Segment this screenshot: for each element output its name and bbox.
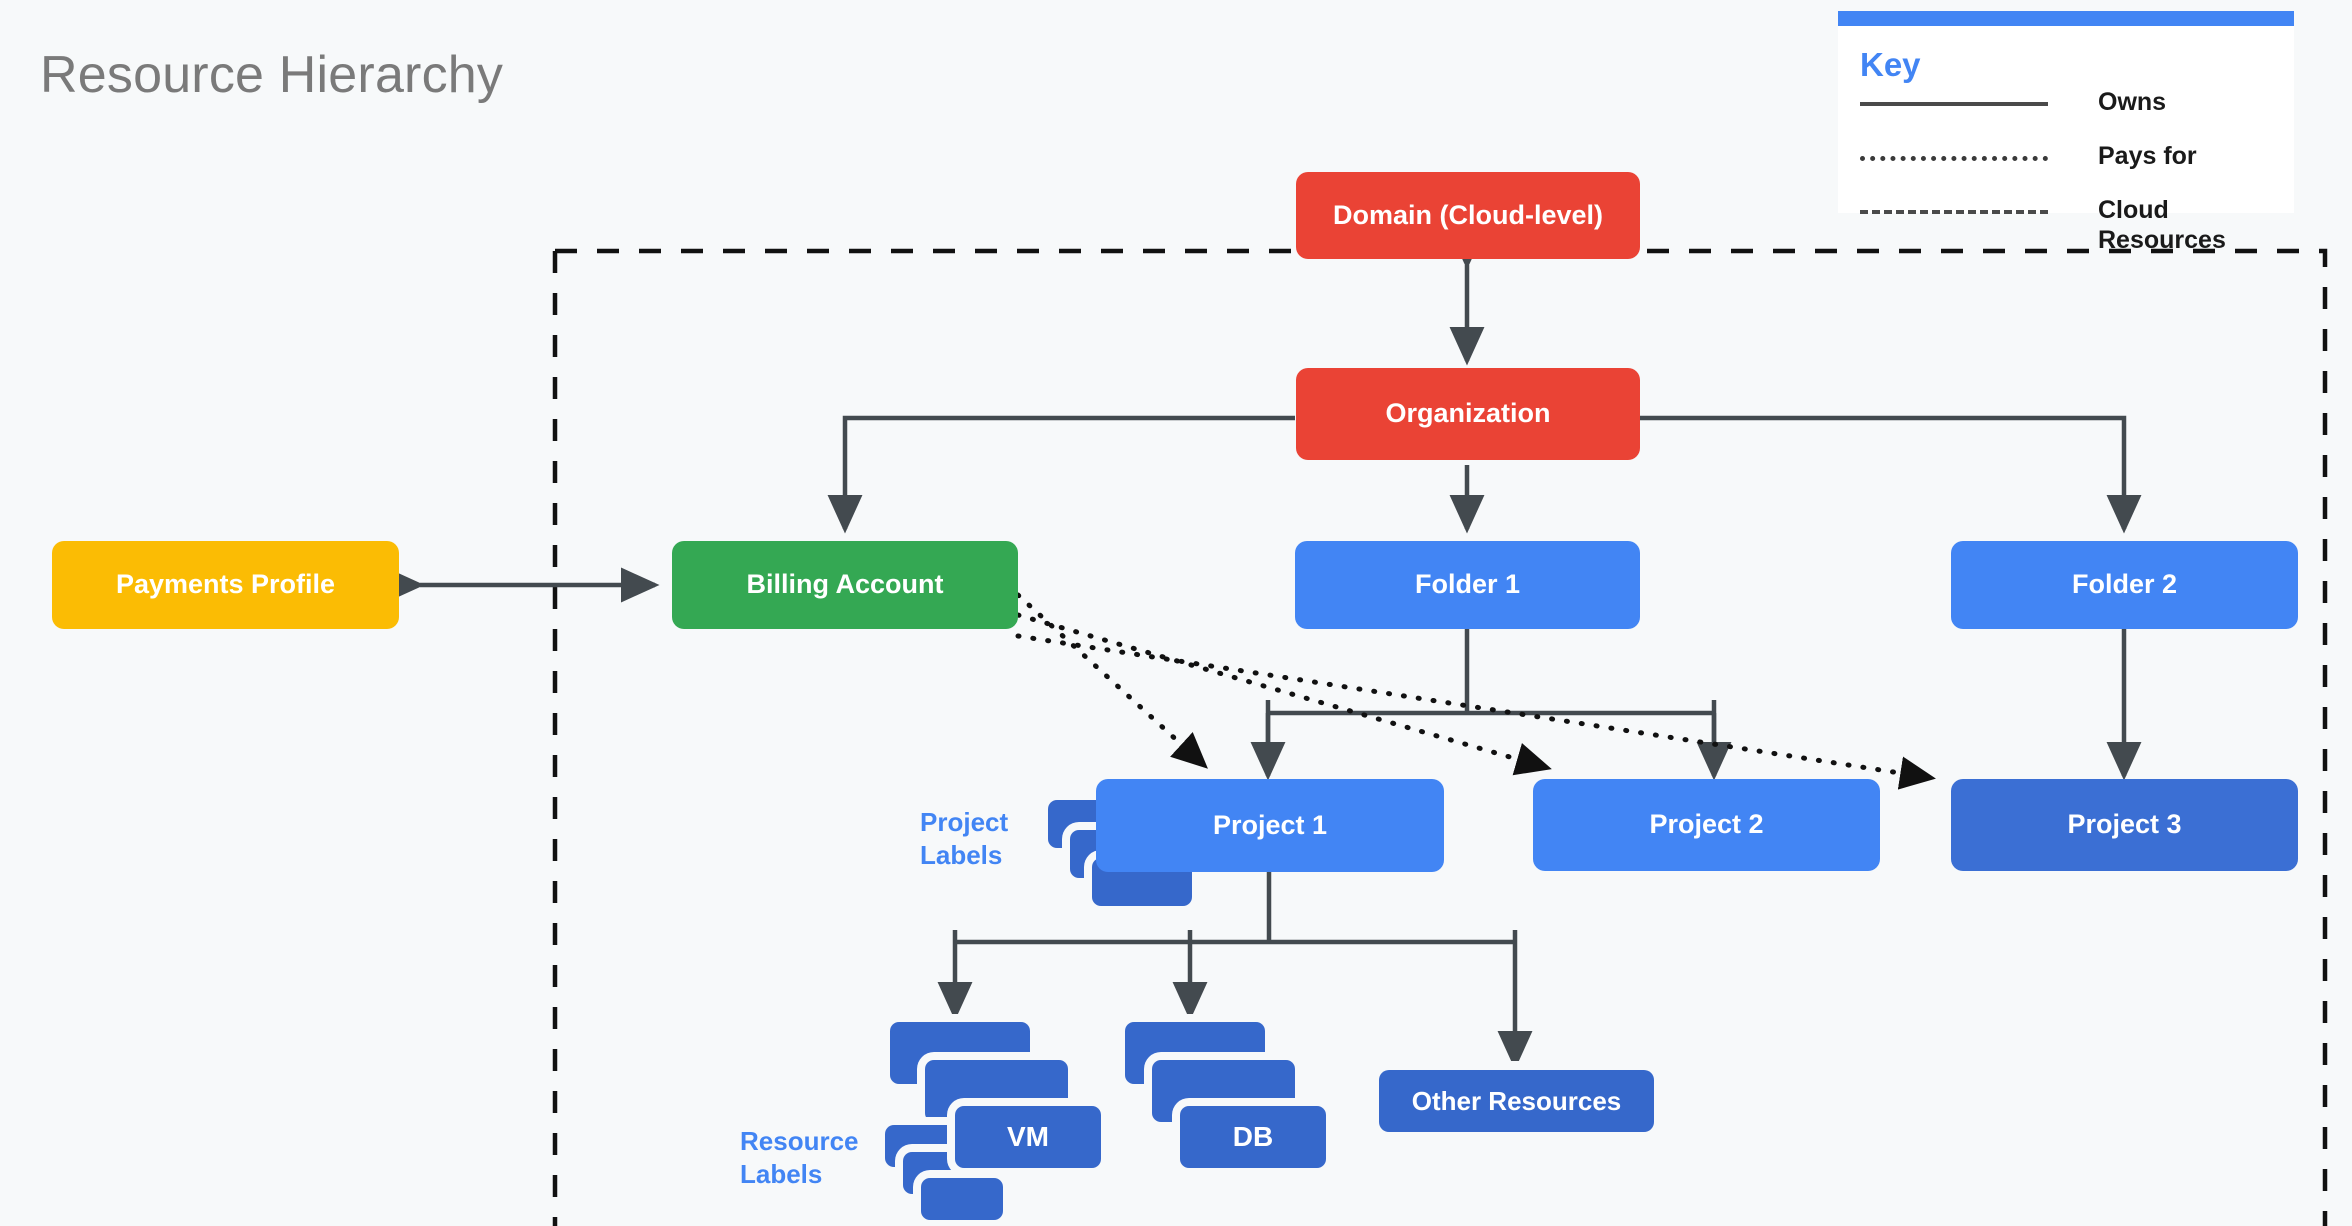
node-other-resources[interactable]: Other Resources (1379, 1070, 1654, 1132)
node-payments-profile[interactable]: Payments Profile (52, 541, 399, 629)
node-project-3[interactable]: Project 3 (1951, 779, 2298, 871)
edge-org-folder2 (1640, 415, 2142, 534)
page-title: Resource Hierarchy (40, 46, 504, 104)
resource-labels-annotation: Resource Labels (740, 1126, 859, 1190)
legend-accent-bar (1838, 11, 2294, 26)
legend-label-pays-for: Pays for (2098, 142, 2197, 170)
node-organization[interactable]: Organization (1296, 368, 1640, 460)
node-billing-account[interactable]: Billing Account (672, 541, 1018, 629)
node-folder-2[interactable]: Folder 2 (1951, 541, 2298, 629)
project-labels-annotation: Project Labels (920, 807, 1009, 871)
resource-label-card-3 (921, 1178, 1003, 1220)
edge-billing-pays-project2 (1015, 612, 1552, 776)
node-folder-1[interactable]: Folder 1 (1295, 541, 1640, 629)
solid-line-icon (1860, 102, 2048, 106)
legend-label-owns: Owns (2098, 88, 2167, 116)
node-project-2[interactable]: Project 2 (1533, 779, 1880, 871)
legend-label-cloud-resources: Cloud Resources (2098, 196, 2226, 254)
legend-item-owns: Owns (1860, 88, 2166, 118)
dotted-line-icon (1860, 156, 2048, 161)
edge-billing-pays-project3 (1015, 633, 1936, 790)
node-domain[interactable]: Domain (Cloud-level) (1296, 172, 1640, 259)
edge-org-billing (827, 415, 1295, 534)
node-vm[interactable]: VM (955, 1106, 1101, 1168)
legend-panel: Key Owns Pays for Cloud Resources (1838, 11, 2294, 254)
edge-folder1-projects (1265, 629, 1717, 770)
legend-item-pays-for: Pays for (1860, 142, 2197, 172)
edge-project1-children (955, 872, 1515, 945)
edge-billing-pays-project1 (1015, 592, 1208, 769)
node-project-1[interactable]: Project 1 (1096, 779, 1444, 872)
node-db[interactable]: DB (1180, 1106, 1326, 1168)
legend-item-cloud-resources: Cloud Resources (1860, 196, 2226, 255)
legend-heading: Key (1860, 46, 1921, 83)
dashed-line-icon (1860, 210, 2048, 214)
